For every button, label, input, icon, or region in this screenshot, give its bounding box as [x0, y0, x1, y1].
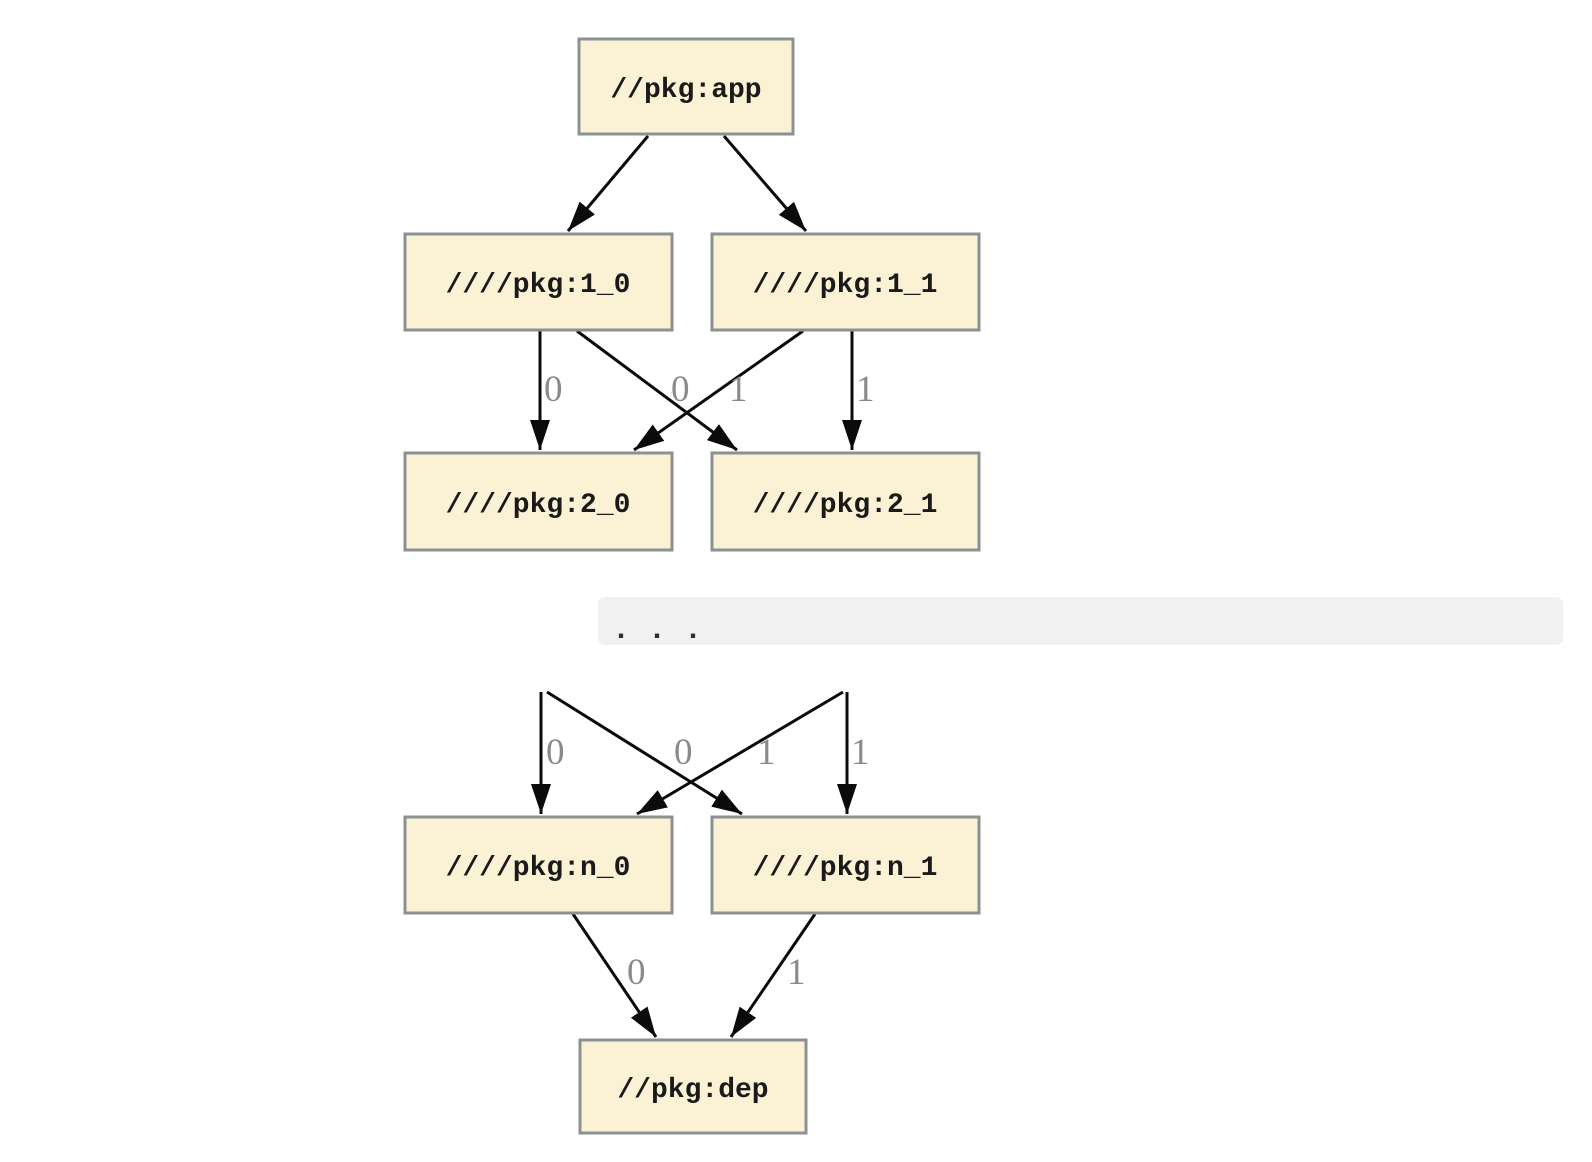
node-2_0-label: ////pkg:2_0 — [446, 490, 631, 521]
node-1_1: ////pkg:1_1 — [710, 232, 981, 332]
node-2_1-label: ////pkg:2_1 — [753, 490, 938, 521]
edge-1_0-to-2_1 — [576, 329, 738, 452]
node-n_0: ////pkg:n_0 — [403, 815, 674, 915]
edge-label-n_0-cross: 0 — [674, 732, 693, 773]
edge-elided-to-n_0-cross — [636, 690, 844, 816]
edge-label-2_1-cross: 1 — [729, 369, 748, 410]
node-n_0-label: ////pkg:n_0 — [446, 853, 631, 884]
edge-label-2_0-left: 0 — [544, 369, 563, 410]
edge-label-2_1-right: 1 — [856, 369, 875, 410]
edge-label-n_1-right: 1 — [851, 732, 870, 773]
node-app: //pkg:app — [577, 37, 795, 136]
edge-1_1-to-2_0 — [633, 329, 804, 452]
node-dep: //pkg:dep — [578, 1038, 808, 1135]
ellipsis-dots: . . . — [612, 614, 702, 648]
edge-label-n_1-cross: 1 — [757, 732, 776, 773]
node-1_0-box — [403, 232, 674, 332]
edge-n_1-to-dep — [729, 913, 817, 1038]
edge-n_0-to-dep — [571, 913, 658, 1038]
node-2_0-box — [403, 451, 674, 552]
node-2_1: ////pkg:2_1 — [710, 451, 981, 552]
node-2_0: ////pkg:2_0 — [403, 451, 674, 552]
node-1_0-label: ////pkg:1_0 — [446, 270, 631, 301]
node-n_0-box — [403, 815, 674, 915]
node-1_1-label: ////pkg:1_1 — [753, 270, 938, 301]
node-dep-box — [578, 1038, 808, 1135]
edge-label-dep-1: 1 — [787, 952, 806, 993]
node-n_1-box — [710, 815, 981, 915]
edge-app-to-1_1 — [722, 135, 808, 232]
edge-label-dep-0: 0 — [627, 952, 646, 993]
edge-label-2_0-cross: 0 — [671, 369, 690, 410]
node-1_1-box — [710, 232, 981, 332]
node-2_1-box — [710, 451, 981, 552]
edge-app-to-1_0 — [566, 135, 650, 232]
node-n_1-label: ////pkg:n_1 — [753, 853, 938, 884]
node-1_0: ////pkg:1_0 — [403, 232, 674, 332]
node-n_1: ////pkg:n_1 — [710, 815, 981, 915]
edge-label-n_0-left: 0 — [546, 732, 565, 773]
node-dep-label: //pkg:dep — [617, 1075, 768, 1106]
node-app-label: //pkg:app — [610, 75, 761, 106]
edge-elided-to-n_1-cross — [546, 690, 743, 816]
ellipsis-band — [598, 597, 1563, 645]
node-app-box — [577, 37, 795, 136]
